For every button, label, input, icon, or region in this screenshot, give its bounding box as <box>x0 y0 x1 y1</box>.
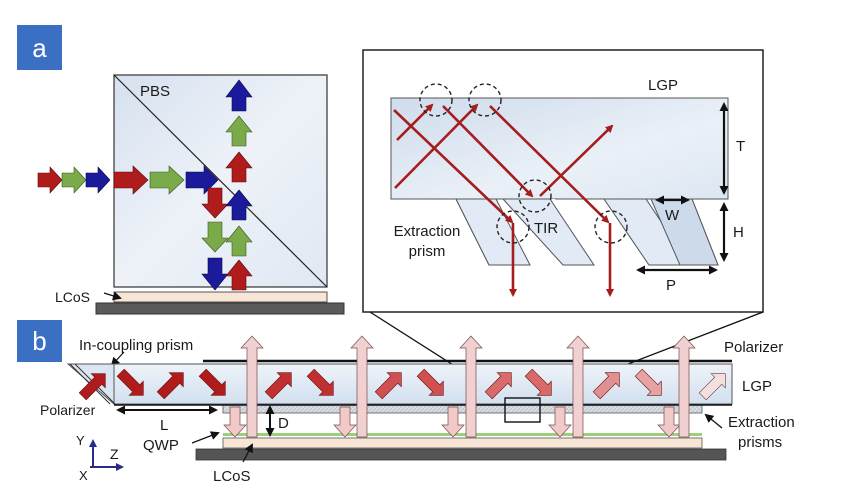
ray <box>394 103 479 189</box>
substrate-panel-a <box>95 302 345 315</box>
exiting-up-arrows <box>240 335 696 438</box>
arrow-blue-up <box>225 79 253 112</box>
dashed-circle <box>496 210 530 244</box>
lcos-pointer-a <box>103 291 122 301</box>
down-arrow <box>657 406 681 438</box>
arrow-green-up <box>225 115 253 147</box>
dashed-circle <box>468 83 502 117</box>
inset-lgp <box>390 97 729 200</box>
lcos-panel-b <box>222 437 703 449</box>
panel-b-badge <box>17 320 62 362</box>
lcos-panel-a <box>113 291 328 303</box>
down-arrow <box>441 406 465 438</box>
arrow-blue-down <box>201 257 229 291</box>
magnification-box <box>504 397 541 423</box>
panel-a: a PBS LCoS <box>17 25 345 315</box>
arrow-red-up <box>225 151 253 183</box>
label-p: P <box>666 277 676 294</box>
dashed-circle <box>594 210 628 244</box>
up-arrow <box>672 335 696 438</box>
label-w: W <box>665 207 680 224</box>
arrow-blue <box>185 165 219 195</box>
z-axis-label: Z <box>110 446 119 462</box>
label-l: L <box>160 417 168 434</box>
qwp-label: QWP <box>143 437 179 454</box>
in-coupling-pointer <box>110 351 125 367</box>
panel-a-letter: a <box>32 33 47 63</box>
dashed-circle-tir <box>518 179 552 213</box>
qwp-layer <box>223 433 702 436</box>
label-h: H <box>733 224 744 241</box>
dashed-circle <box>419 83 453 117</box>
tir-label: TIR <box>534 220 558 237</box>
arrow-green-up <box>225 225 253 257</box>
extraction-prism-label-1: Extraction <box>394 223 461 240</box>
pbs-label: PBS <box>140 83 170 100</box>
arrow-red-down <box>201 187 229 219</box>
polarizer-label-right: Polarizer <box>724 339 783 356</box>
down-arrow <box>333 406 357 438</box>
arrow-green <box>61 166 87 194</box>
extraction-prisms-pointer <box>704 413 723 429</box>
extraction-prisms-label-1: Extraction <box>728 414 795 431</box>
extraction-prisms-label-2: prisms <box>738 434 782 451</box>
arrow-red <box>37 166 63 194</box>
up-arrow <box>240 335 264 438</box>
lgp-label: LGP <box>742 378 772 395</box>
ray <box>393 109 514 224</box>
label-t: T <box>736 138 745 155</box>
lcos-pointer-b <box>242 443 253 463</box>
substrate-panel-b <box>195 448 727 461</box>
coordinate-axes: Y Z X <box>76 433 124 483</box>
incoming-rgb-arrows <box>37 165 219 195</box>
guided-light-arrows <box>78 368 726 401</box>
arrow-blue-up <box>225 189 253 221</box>
lcos-label-a: LCoS <box>55 289 90 305</box>
x-axis-label: X <box>79 468 88 483</box>
up-arrow <box>459 335 483 438</box>
downward-rgb-arrows <box>201 187 229 291</box>
qwp-pointer <box>191 431 220 444</box>
y-axis-label: Y <box>76 433 85 448</box>
pbs-diagonal <box>113 74 328 288</box>
interaction-markers <box>419 83 628 244</box>
extraction-prisms-layer <box>222 404 703 414</box>
arrow-green-down <box>201 221 229 253</box>
down-arrow <box>223 406 247 438</box>
extracted-down-arrows <box>223 406 681 438</box>
panel-b: b In-coupling prism Polarizer LGP <box>17 320 795 485</box>
ray <box>489 105 610 224</box>
panel-a-badge <box>17 25 62 70</box>
in-coupling-prism-label: In-coupling prism <box>79 337 193 354</box>
extraction-prism-label-2: prism <box>409 243 446 260</box>
arrow-red <box>113 165 149 195</box>
down-arrow <box>548 406 572 438</box>
panel-b-letter: b <box>32 326 46 356</box>
polarizer-label-left: Polarizer <box>40 402 96 418</box>
up-arrow <box>350 335 374 438</box>
up-arrow <box>566 335 590 438</box>
ray <box>442 105 534 198</box>
upward-rgb-arrows <box>225 79 253 291</box>
ray <box>396 103 434 141</box>
arrow-red-up <box>225 259 253 291</box>
arrow-green <box>149 165 185 195</box>
inset-light-rays <box>393 103 614 297</box>
inset-magnified-lgp: LGP <box>362 49 764 313</box>
inset-lgp-label: LGP <box>648 77 678 94</box>
lcos-label-b: LCoS <box>213 468 251 485</box>
arrow-blue <box>85 166 111 194</box>
ray <box>539 124 614 197</box>
label-d: D <box>278 415 289 432</box>
